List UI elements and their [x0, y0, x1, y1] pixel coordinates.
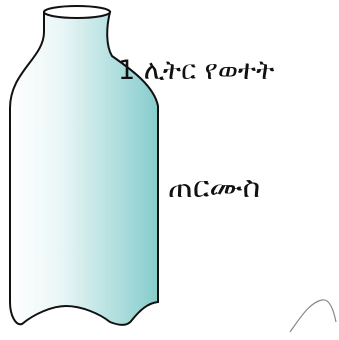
- bottle-shape: [9, 11, 159, 326]
- volume-label: 1 ሊትር የወተት: [118, 55, 274, 86]
- bottle-label: ጠርሙስ: [168, 170, 260, 205]
- partial-arc-shape: [289, 299, 337, 333]
- bottle-mouth: [43, 5, 111, 19]
